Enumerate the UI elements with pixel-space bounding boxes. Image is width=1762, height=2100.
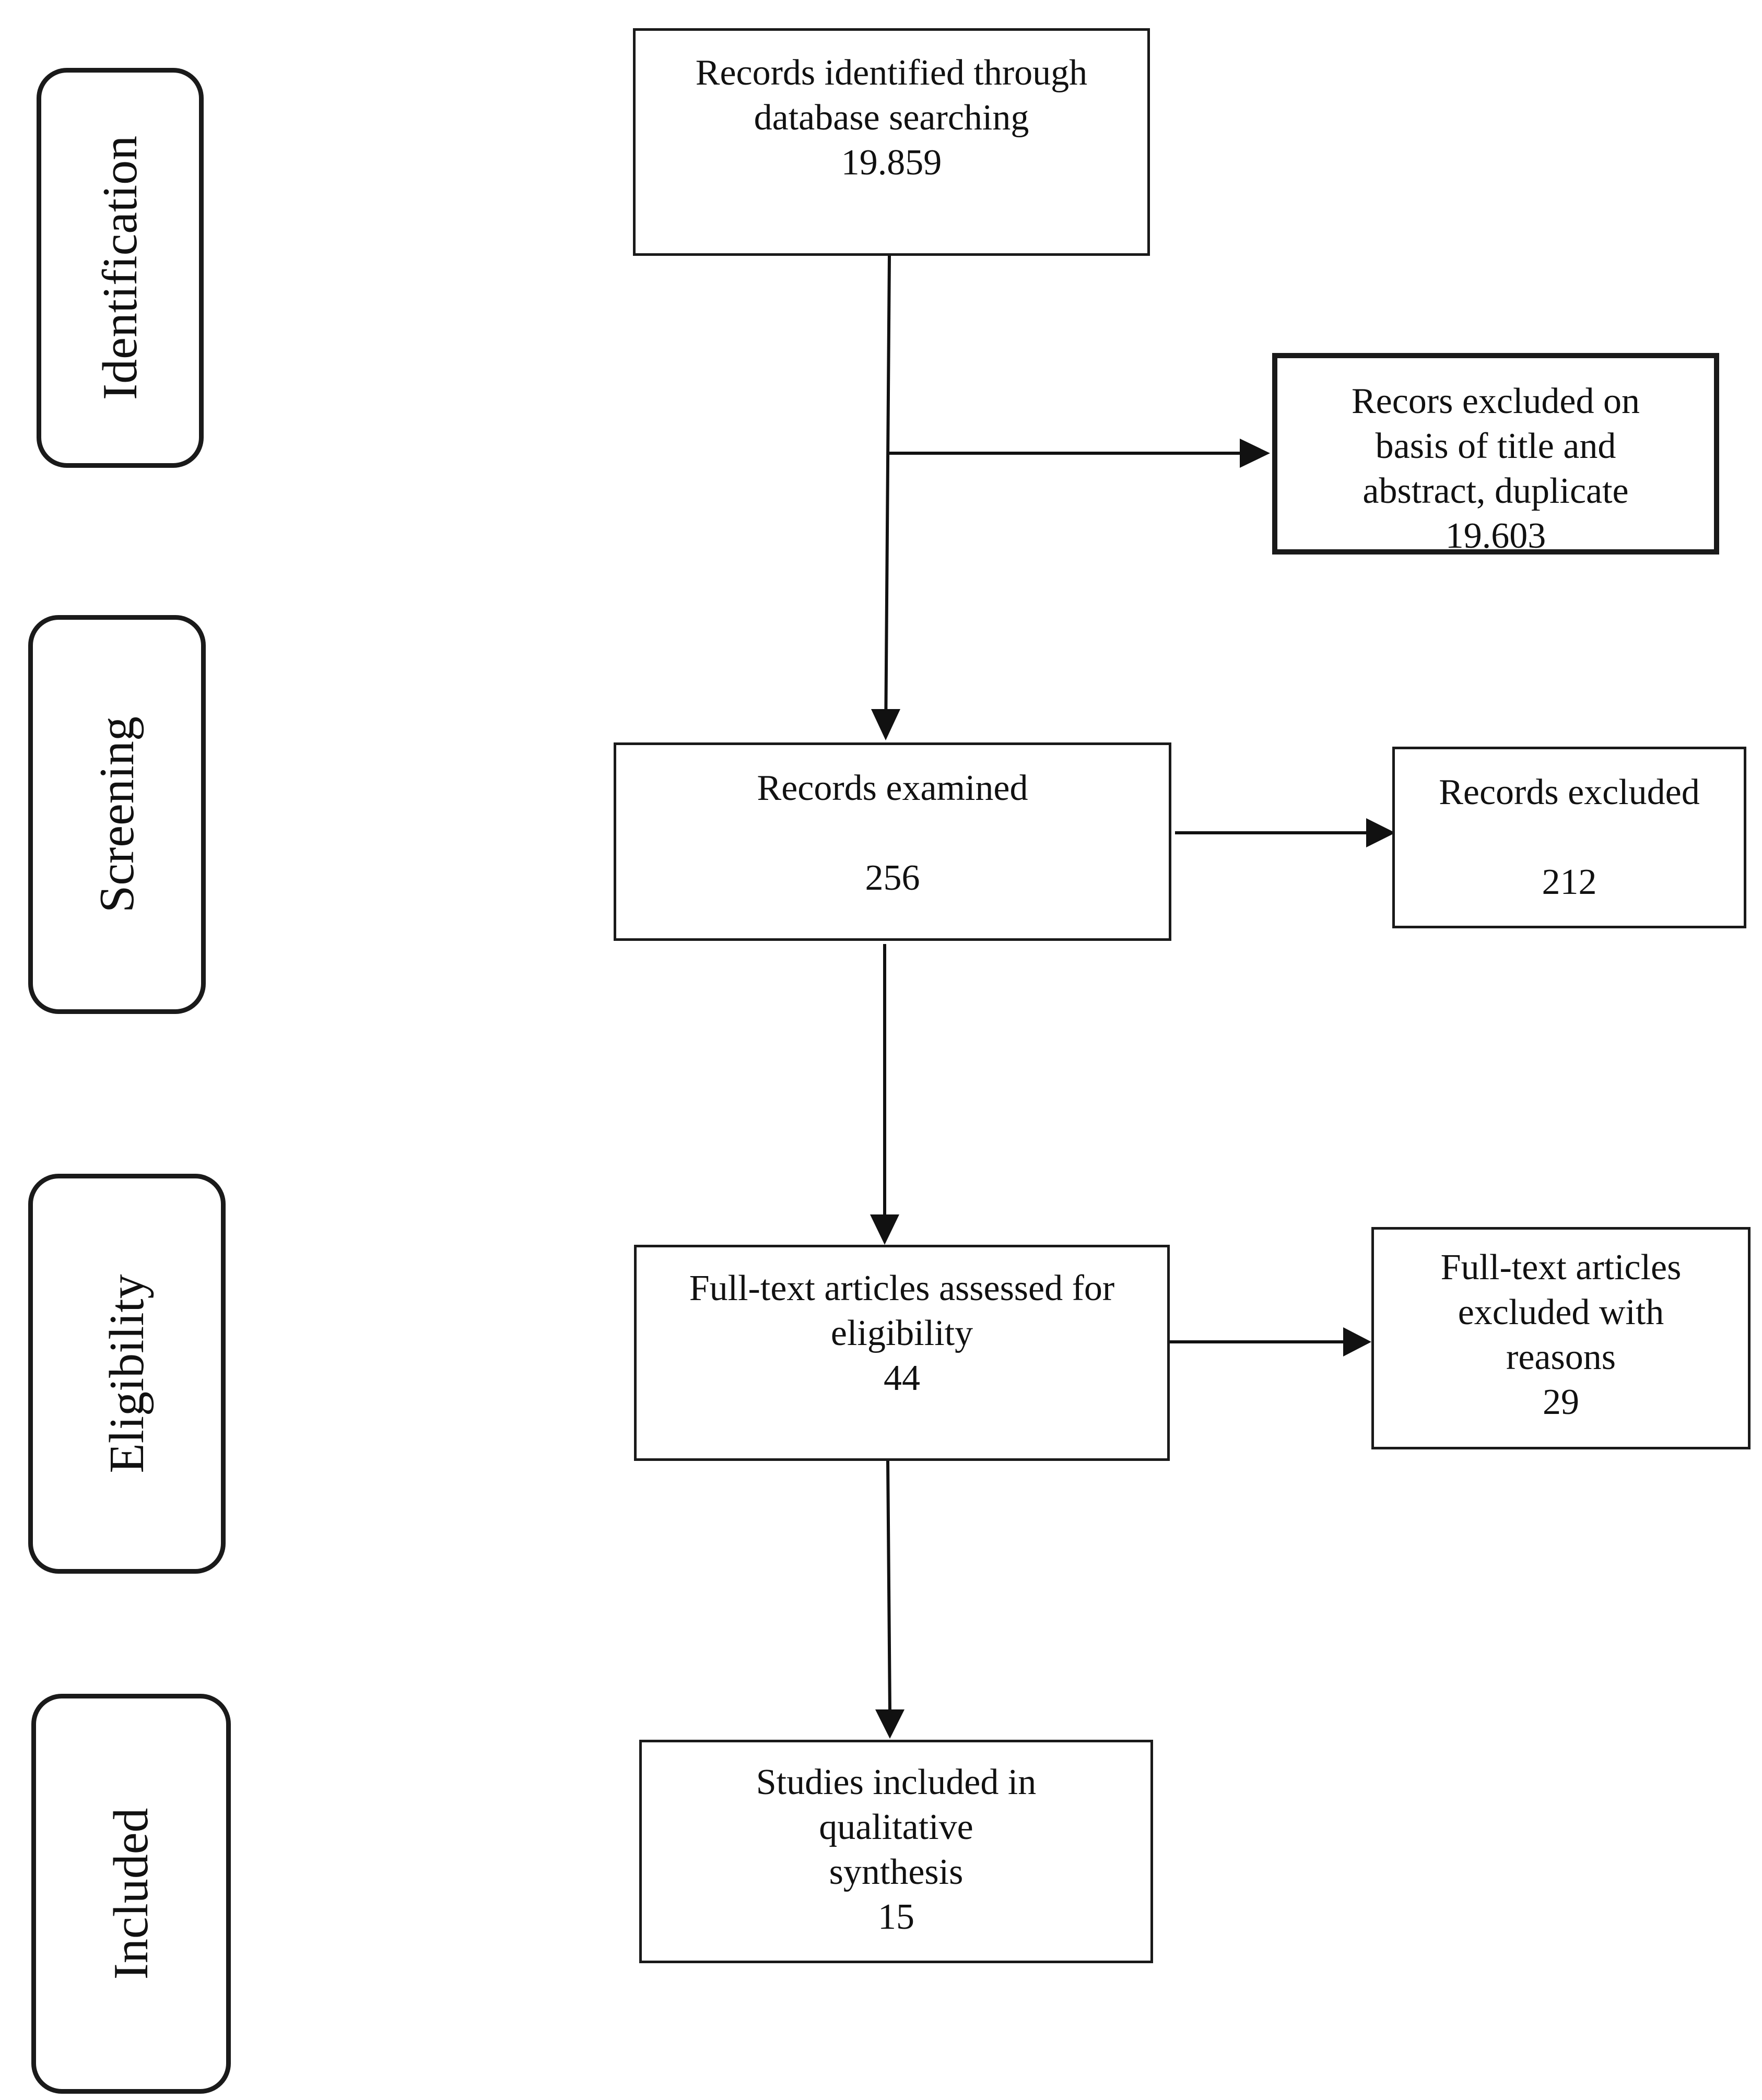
phase-screening: Screening — [28, 615, 206, 1014]
full-text-excluded-box: Full-text articles excluded with reasons… — [1371, 1227, 1751, 1449]
arrowhead-records-excluded — [1366, 818, 1395, 847]
records-excluded-box: Records excluded 212 — [1392, 747, 1746, 928]
phase-identification: Identification — [37, 68, 204, 468]
arrow-fulltext-to-included — [886, 1460, 891, 1712]
phase-included-label: Included — [104, 1808, 158, 1980]
full-text-assessed-count: 44 — [884, 1358, 920, 1398]
phase-eligibility-label: Eligibility — [100, 1274, 154, 1473]
records-excluded-label: Records excluded — [1439, 772, 1700, 812]
records-examined-box: Records examined 256 — [614, 742, 1171, 941]
phase-eligibility: Eligibility — [28, 1174, 226, 1574]
records-excluded-spacer — [1395, 815, 1744, 860]
studies-included-line2: qualitative — [819, 1807, 973, 1847]
studies-included-count: 15 — [878, 1897, 914, 1937]
records-examined-count: 256 — [865, 858, 920, 898]
records-identified-count: 19.859 — [841, 143, 942, 183]
phase-screening-label: Screening — [90, 716, 144, 913]
records-examined-label: Records examined — [757, 768, 1028, 808]
arrowhead-fulltext-excluded — [1343, 1327, 1371, 1356]
full-text-assessed-line1: Full-text articles assessed for — [689, 1268, 1115, 1308]
full-text-assessed-box: Full-text articles assessed for eligibil… — [634, 1245, 1170, 1461]
arrow-identified-to-examined — [884, 255, 891, 738]
phase-included: Included — [31, 1694, 231, 2094]
studies-included-line3: synthesis — [829, 1852, 964, 1892]
arrowhead-excluded-title-abstract — [1240, 439, 1270, 468]
records-identified-line1: Records identified through — [695, 53, 1088, 93]
excluded-title-abstract-count: 19.603 — [1445, 516, 1546, 555]
records-examined-spacer — [616, 811, 1169, 856]
excluded-title-abstract-line3: abstract, duplicate — [1362, 471, 1629, 511]
arrowhead-fulltext — [870, 1214, 899, 1245]
studies-included-box: Studies included in qualitative synthesi… — [639, 1740, 1153, 1963]
studies-included-line1: Studies included in — [756, 1762, 1037, 1802]
full-text-assessed-line2: eligibility — [830, 1313, 973, 1353]
records-excluded-title-abstract-box: Recors excluded on basis of title and ab… — [1272, 353, 1719, 555]
excluded-title-abstract-line1: Recors excluded on — [1351, 381, 1640, 421]
full-text-excluded-line3: reasons — [1506, 1337, 1616, 1377]
records-identified-box: Records identified through database sear… — [633, 28, 1150, 256]
phase-identification-label: Identification — [93, 135, 147, 400]
records-excluded-count: 212 — [1542, 862, 1597, 902]
arrowhead-included — [875, 1709, 905, 1739]
full-text-excluded-count: 29 — [1543, 1382, 1579, 1422]
full-text-excluded-line1: Full-text articles — [1440, 1247, 1682, 1288]
excluded-title-abstract-line2: basis of title and — [1375, 426, 1616, 466]
records-identified-line2: database searching — [754, 98, 1029, 138]
arrowhead-examined — [871, 709, 900, 740]
full-text-excluded-line2: excluded with — [1458, 1292, 1664, 1332]
